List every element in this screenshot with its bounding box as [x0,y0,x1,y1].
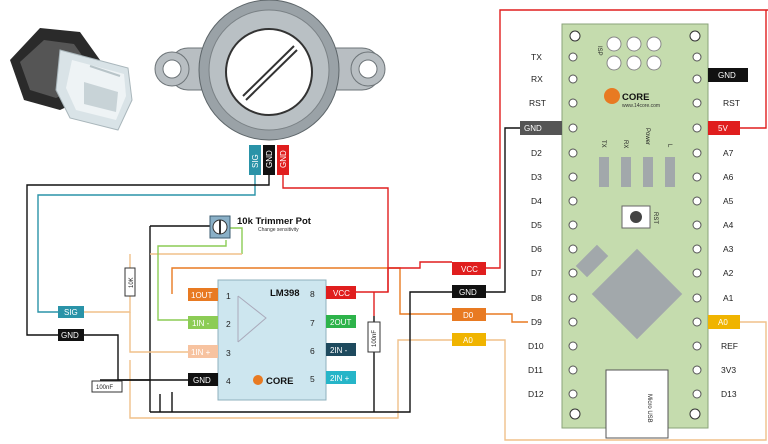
resistor-10k-label: 10K [129,277,135,288]
arduino-pin-d8: D8 [531,293,542,303]
trimmer-pot: 10k Trimmer Pot Change sensitivity [209,215,312,239]
arduino-pin-a7: A7 [723,148,734,158]
trimmer-title: 10k Trimmer Pot [237,216,312,227]
arduino-pin-a1: A1 [723,293,734,303]
arduino-pin-d3: D3 [531,172,542,182]
arduino-pin-5v: 5V [718,124,728,133]
arduino-left-pin-labels: TX RX RST GND D2 D3 D4 D5 D6 D7 D8 D9 D1… [520,52,562,399]
arduino-pin-rst-right: RST [723,98,740,108]
arduino-led-tx: TX [600,140,606,148]
gnd-tag-left-label: GND [61,331,79,340]
arduino-nano: ISP CORE www.14core.com TX RX Power L RS… [561,23,709,439]
tag-vcc: VCC [461,265,478,274]
capacitor-left: 100nF [91,380,123,393]
nano-link-tags: VCC GND D0 A0 [452,262,486,346]
arduino-pin-a6: A6 [723,172,734,182]
ic-pin3-num: 3 [226,348,231,358]
ic-pin6-num: 6 [310,346,315,356]
ic-pin3-tag: 1IN + [191,348,211,357]
ic-pin4-num: 4 [226,376,231,386]
sensor-pin-gnd2-label: GND [279,150,288,168]
ic-pin1-num: 1 [226,291,231,301]
ic-pin1-tag: 1OUT [191,291,212,300]
tag-d0: D0 [463,311,474,320]
arduino-pin-gnd-left: GND [524,124,542,133]
arduino-pin-a5: A5 [723,196,734,206]
arduino-pin-d4: D4 [531,196,542,206]
ic-pin2-num: 2 [226,319,231,329]
arduino-pin-rx: RX [531,74,543,84]
arduino-pin-a2: A2 [723,268,734,278]
ic-pin2-tag: 1IN - [192,319,210,328]
ic-logo: CORE [266,376,293,387]
ic-name: LM398 [270,288,300,299]
arduino-pin-gnd-right: GND [718,71,736,80]
sensor-pin-sig-label: SIG [251,154,260,168]
arduino-pin-d9: D9 [531,317,542,327]
arduino-led-rx: RX [622,140,628,148]
capacitor-left-label: 100nF [96,385,113,391]
ic-pin7-num: 7 [310,318,315,328]
arduino-pin-d10: D10 [528,341,544,351]
arduino-pin-a0: A0 [718,318,728,327]
capacitor-right-label: 100nF [372,330,378,347]
arduino-pin-d5: D5 [531,220,542,230]
ic-pin7-tag: 2OUT [330,318,351,327]
arduino-pin-d13: D13 [721,389,737,399]
arduino-pin-a4: A4 [723,220,734,230]
ic-lm398: LM398 1OUT 1 1IN - 2 1IN + 3 GND 4 VCC 8… [188,279,356,401]
arduino-pin-d6: D6 [531,244,542,254]
sig-tag: SIG [58,306,84,318]
ic-pin8-num: 8 [310,289,315,299]
arduino-pin-d7: D7 [531,268,542,278]
arduino-logo-url: www.14core.com [622,103,660,109]
arduino-pin-d12: D12 [528,389,544,399]
arduino-pin-a3: A3 [723,244,734,254]
arduino-logo: CORE [622,92,649,103]
arduino-isp-label: ISP [596,46,602,56]
arduino-pin-ref: REF [721,341,738,351]
ic-pin4-tag: GND [193,376,211,385]
arduino-usb-label: Micro USB [646,394,652,423]
ic-pin6-tag: 2IN - [330,346,348,355]
tag-gnd: GND [459,288,477,297]
arduino-pin-d11: D11 [528,365,543,375]
gnd-tag-left: GND [58,329,84,341]
ic-pin8-tag: VCC [333,289,350,298]
trimmer-subtitle: Change sensitivity [258,227,299,233]
sensor-pin-gnd1-label: GND [265,150,274,168]
wires [26,9,768,441]
arduino-led-l: L [666,144,672,148]
arduino-right-pin-labels: GND RST 5V A7 A6 A5 A4 A3 A2 A1 A0 REF 3… [708,68,748,399]
arduino-pin-3v3: 3V3 [721,365,736,375]
arduino-pin-tx: TX [531,52,542,62]
ic-pin5-num: 5 [310,374,315,384]
sig-tag-label: SIG [64,308,78,317]
ic-pin5-tag: 2IN + [330,374,350,383]
arduino-led-power: Power [644,128,650,145]
arduino-pin-d2: D2 [531,148,542,158]
capacitor-right: 100nF [367,321,381,353]
resistor-10k: 10K [124,267,136,297]
arduino-rst-button-label: RST [652,212,658,224]
sensor-photo [10,28,133,131]
tag-a0: A0 [463,336,473,345]
sensor-drawing: SIG GND GND [154,0,386,175]
arduino-pin-rst-left: RST [529,98,546,108]
